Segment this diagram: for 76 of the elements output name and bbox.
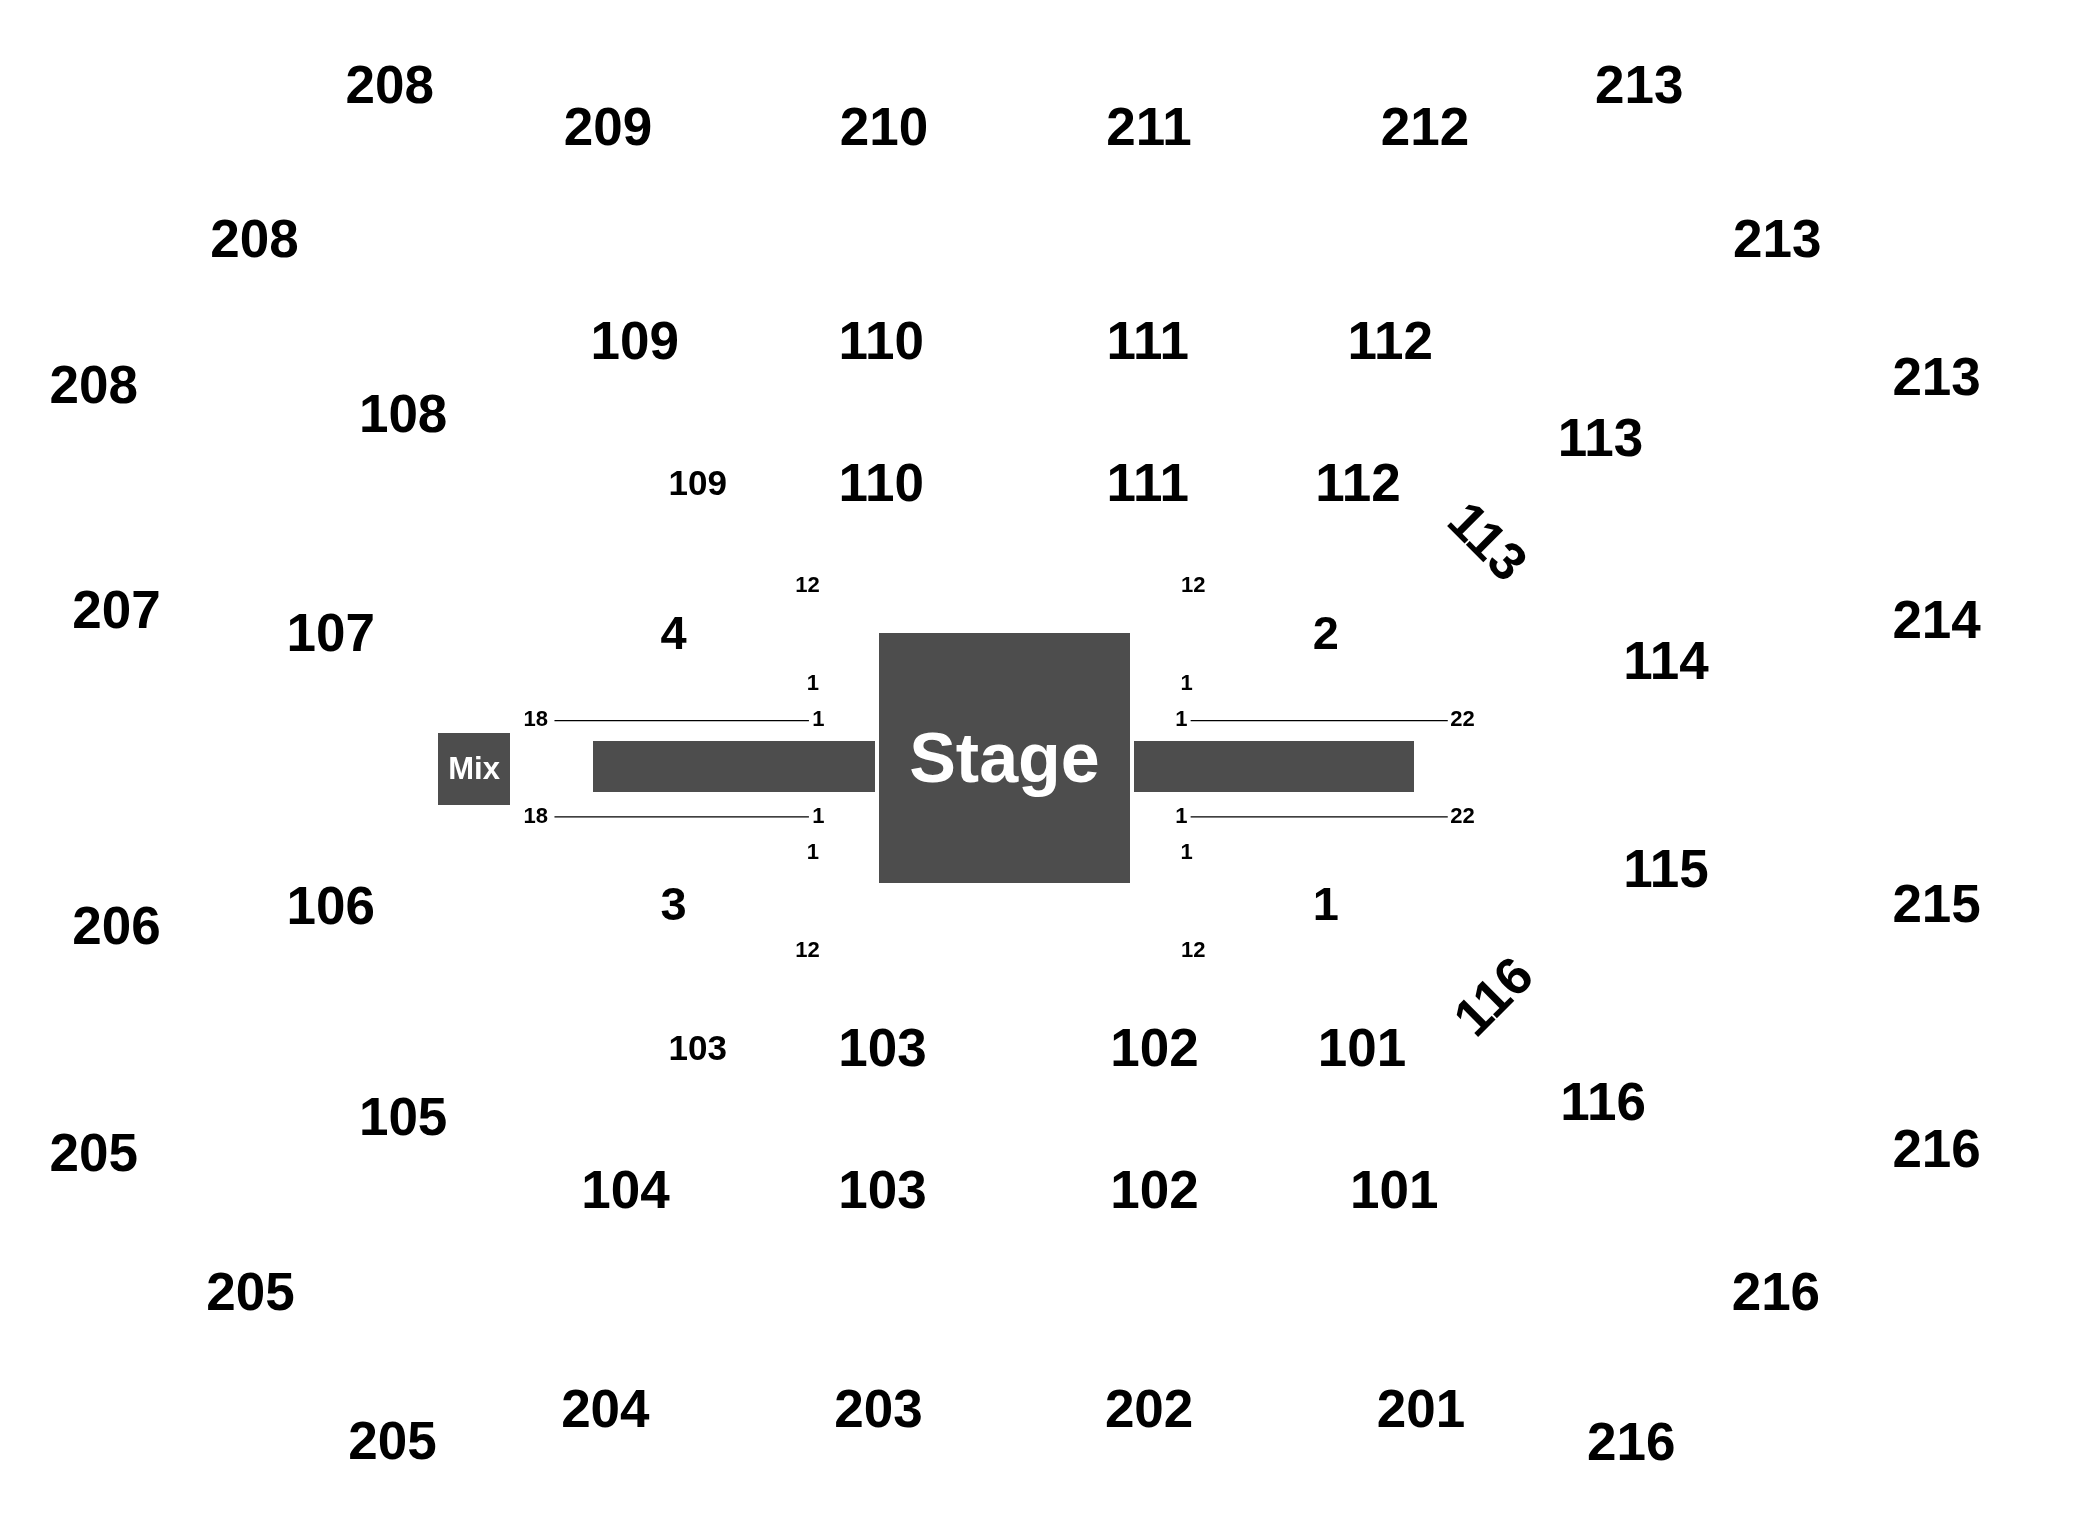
section-number: 203	[834, 1381, 923, 1435]
section-number: 209	[563, 99, 653, 153]
section-number: 205	[49, 1125, 138, 1179]
row-number: 12	[795, 938, 820, 961]
section-number: 109	[668, 464, 727, 500]
section-number: 110	[838, 455, 924, 509]
row-number: 1	[1175, 804, 1188, 827]
row-number: 12	[1181, 574, 1206, 597]
runway-bar	[1134, 740, 1415, 792]
section-number: 215	[1892, 876, 1981, 930]
section-number: 108	[358, 386, 448, 439]
section-number: 213	[1733, 211, 1822, 265]
section-number: 116	[1560, 1074, 1646, 1128]
section-number: 105	[358, 1089, 448, 1143]
row-number: 22	[1450, 804, 1475, 827]
section-number: 111	[1106, 455, 1190, 509]
section-number: 112	[1315, 455, 1401, 509]
section-number: 210	[839, 99, 929, 153]
node-label: Stage	[909, 718, 1100, 798]
section-number: 115	[1623, 841, 1709, 895]
row-number: 1	[806, 840, 820, 863]
row-number: 1	[1180, 672, 1193, 695]
section-number: 216	[1892, 1121, 1981, 1175]
stage-block	[878, 633, 1131, 883]
section-number: 103	[838, 1162, 927, 1216]
section-number: 211	[1106, 99, 1192, 153]
section-number: 216	[1731, 1264, 1821, 1318]
row-number: 22	[1450, 708, 1475, 731]
section-number: 103	[668, 1029, 727, 1065]
section-number: 109	[590, 313, 680, 367]
row-number: 18	[523, 804, 548, 827]
section-number: 102	[1110, 1020, 1199, 1074]
section-number: 102	[1110, 1162, 1199, 1216]
row-number: 1	[1180, 840, 1193, 863]
row-number: 12	[795, 574, 820, 597]
section-number: 207	[72, 582, 161, 636]
section-number: 111	[1106, 313, 1190, 367]
section-number: 202	[1104, 1381, 1194, 1435]
section-number: 213	[1892, 349, 1981, 403]
row-number: 1	[812, 804, 825, 827]
mix-position-box	[437, 732, 511, 805]
runway-bar	[593, 740, 875, 792]
section-number: 104	[581, 1162, 670, 1216]
row-number: 1	[1175, 708, 1188, 731]
section-number: 2	[1312, 608, 1339, 656]
section-number: 3	[660, 879, 687, 927]
row-number: 1	[806, 672, 820, 695]
section-number: 213	[1595, 57, 1684, 111]
section-number: 113	[1557, 410, 1644, 464]
section-number: 113	[1438, 492, 1537, 591]
section-number: 116	[1444, 947, 1543, 1046]
section-number: 216	[1587, 1414, 1676, 1468]
section-number: 204	[561, 1381, 650, 1435]
section-number: 206	[72, 898, 161, 952]
section-number: 103	[838, 1020, 927, 1074]
node-label: Mix	[448, 750, 500, 787]
section-number: 101	[1317, 1020, 1407, 1074]
section-number: 201	[1376, 1381, 1466, 1435]
section-number: 112	[1347, 313, 1433, 367]
section-number: 107	[286, 605, 375, 659]
row-number: 1	[812, 708, 825, 731]
section-number: 1	[1312, 879, 1339, 927]
section-number: 208	[49, 357, 138, 411]
section-number: 106	[286, 878, 375, 932]
row-number: 12	[1181, 938, 1206, 961]
section-number: 101	[1349, 1162, 1439, 1216]
section-number: 114	[1623, 633, 1709, 687]
section-number: 208	[210, 211, 299, 265]
section-number: 205	[348, 1413, 437, 1467]
section-number: 214	[1892, 592, 1981, 646]
row-number: 18	[523, 708, 548, 731]
section-number: 4	[660, 608, 687, 656]
section-number: 212	[1380, 99, 1470, 153]
section-number: 205	[206, 1264, 295, 1318]
section-number: 208	[345, 57, 434, 111]
section-number: 110	[838, 313, 924, 367]
